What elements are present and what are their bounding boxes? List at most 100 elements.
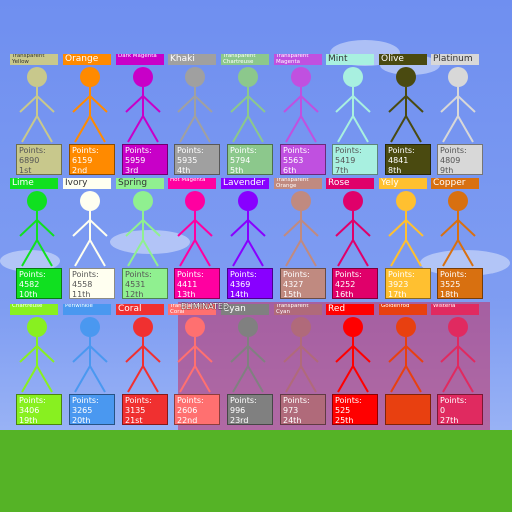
limb (127, 365, 144, 393)
place-value: 1st (19, 166, 32, 175)
limb (36, 365, 53, 393)
head (185, 191, 205, 211)
limb (127, 115, 144, 143)
head (396, 67, 416, 87)
name-tag: Red (326, 304, 374, 315)
limb (440, 345, 459, 363)
name-tag: Transparent Orange (274, 178, 322, 189)
limb (405, 365, 422, 393)
limb (405, 95, 424, 113)
points-label: Points: (72, 396, 99, 405)
limb (335, 95, 354, 113)
limb (230, 345, 249, 363)
head (27, 317, 47, 337)
limb (352, 345, 371, 363)
stick-figure (177, 67, 213, 143)
head (80, 191, 100, 211)
stick-figure (440, 317, 476, 393)
limb (457, 365, 474, 393)
limb (72, 95, 91, 113)
head (133, 317, 153, 337)
points-value: 3265 (72, 406, 93, 415)
limb (142, 115, 159, 143)
name-tag: Cyan (221, 304, 269, 315)
limb (142, 239, 159, 267)
eliminated-label: ELIMINATED (181, 302, 230, 311)
name-tag: Platinum (431, 54, 479, 65)
place-value: 10th (19, 290, 38, 299)
limb (300, 115, 317, 143)
limb (405, 115, 422, 143)
limb (194, 115, 211, 143)
limb (390, 365, 407, 393)
place-value: 22nd (177, 416, 198, 425)
head (291, 191, 311, 211)
limb (194, 345, 213, 363)
limb (89, 365, 106, 393)
limb (390, 239, 407, 267)
limb (457, 239, 474, 267)
limb (285, 115, 302, 143)
stick-figure (283, 191, 319, 267)
points-value: 3923 (388, 280, 409, 289)
points-value: 5935 (177, 156, 198, 165)
place-value: 16th (335, 290, 354, 299)
limb (247, 345, 266, 363)
limb (72, 219, 91, 237)
stick-figure (177, 191, 213, 267)
limb (457, 115, 474, 143)
points-label: Points: (125, 270, 152, 279)
limb (194, 219, 213, 237)
limb (177, 95, 196, 113)
name-tag: Copper (431, 178, 479, 189)
place-value: 14th (230, 290, 249, 299)
stick-figure (125, 317, 161, 393)
head (448, 317, 468, 337)
limb (283, 345, 302, 363)
points-label: Points: (283, 396, 310, 405)
points-label: Points: (335, 146, 362, 155)
head (238, 317, 258, 337)
limb (285, 239, 302, 267)
place-value: 18th (440, 290, 459, 299)
points-label: Points: (283, 270, 310, 279)
limb (352, 115, 369, 143)
score-card (385, 394, 431, 425)
stick-figure (335, 317, 371, 393)
stick-figure (125, 191, 161, 267)
limb (142, 95, 161, 113)
place-value: 9th (440, 166, 454, 175)
head (448, 67, 468, 87)
points-label: Points: (335, 396, 362, 405)
limb (335, 345, 354, 363)
cloud (110, 230, 190, 254)
limb (300, 239, 317, 267)
limb (247, 115, 264, 143)
limb (74, 239, 91, 267)
limb (19, 345, 38, 363)
limb (457, 345, 476, 363)
limb (405, 345, 424, 363)
limb (179, 239, 196, 267)
head (343, 191, 363, 211)
stick-figure (388, 317, 424, 393)
place-value: 20th (72, 416, 91, 425)
points-label: Points: (72, 146, 99, 155)
stick-figure (335, 67, 371, 143)
points-label: Points: (19, 396, 46, 405)
place-value: 21st (125, 416, 143, 425)
head (291, 67, 311, 87)
limb (442, 115, 459, 143)
limb (352, 95, 371, 113)
points-value: 4252 (335, 280, 356, 289)
